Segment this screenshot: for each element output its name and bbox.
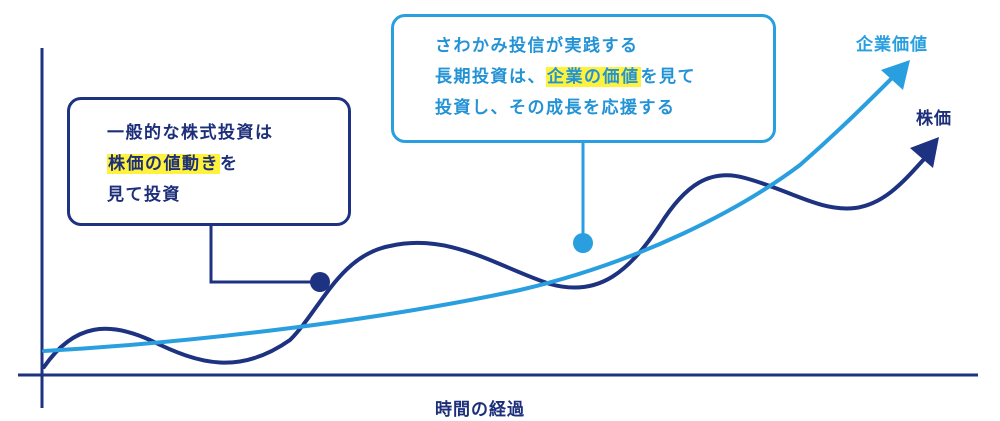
stock-price-arrowhead [910,137,939,168]
callout-stock-investing-text: 一般的な株式投資は 株価の値動きを 見て投資 [107,118,274,211]
company-value-arrowhead [881,60,910,90]
company-value-label: 企業価値 [856,35,928,55]
connector-stock-investing [209,224,318,284]
callout-stock-investing: 一般的な株式投資は 株価の値動きを 見て投資 [67,97,351,226]
stock-price-line [42,156,927,369]
sawakami-line2-post: を見て [640,67,696,87]
stock-price-label: 株価 [916,109,952,129]
stock-price-movement-highlight: 株価の値動き [107,154,220,174]
x-axis-label: 時間の経過 [435,400,525,420]
sawakami-line2-pre: 長期投資は、 [435,67,546,87]
stock-investing-line2-rest: を [220,154,239,174]
stock-investing-line3: 見て投資 [107,185,181,205]
callout-sawakami-text: さわかみ投信が実践する 長期投資は、企業の価値を見て 投資し、その成長を応援する [435,31,696,124]
marker-sawakami [573,233,593,253]
stock-investing-line1: 一般的な株式投資は [107,123,274,143]
sawakami-line1: さわかみ投信が実践する [435,36,639,56]
callout-sawakami: さわかみ投信が実践する 長期投資は、企業の価値を見て 投資し、その成長を応援する [391,14,776,143]
stock-investing-line2: 株価の値動きを [107,149,274,180]
marker-stock-investing [310,272,330,292]
sawakami-line2: 長期投資は、企業の価値を見て [435,62,696,93]
sawakami-line3: 投資し、その成長を応援する [435,98,676,118]
company-value-highlight: 企業の価値 [546,67,641,87]
company-value-curve [42,73,897,353]
